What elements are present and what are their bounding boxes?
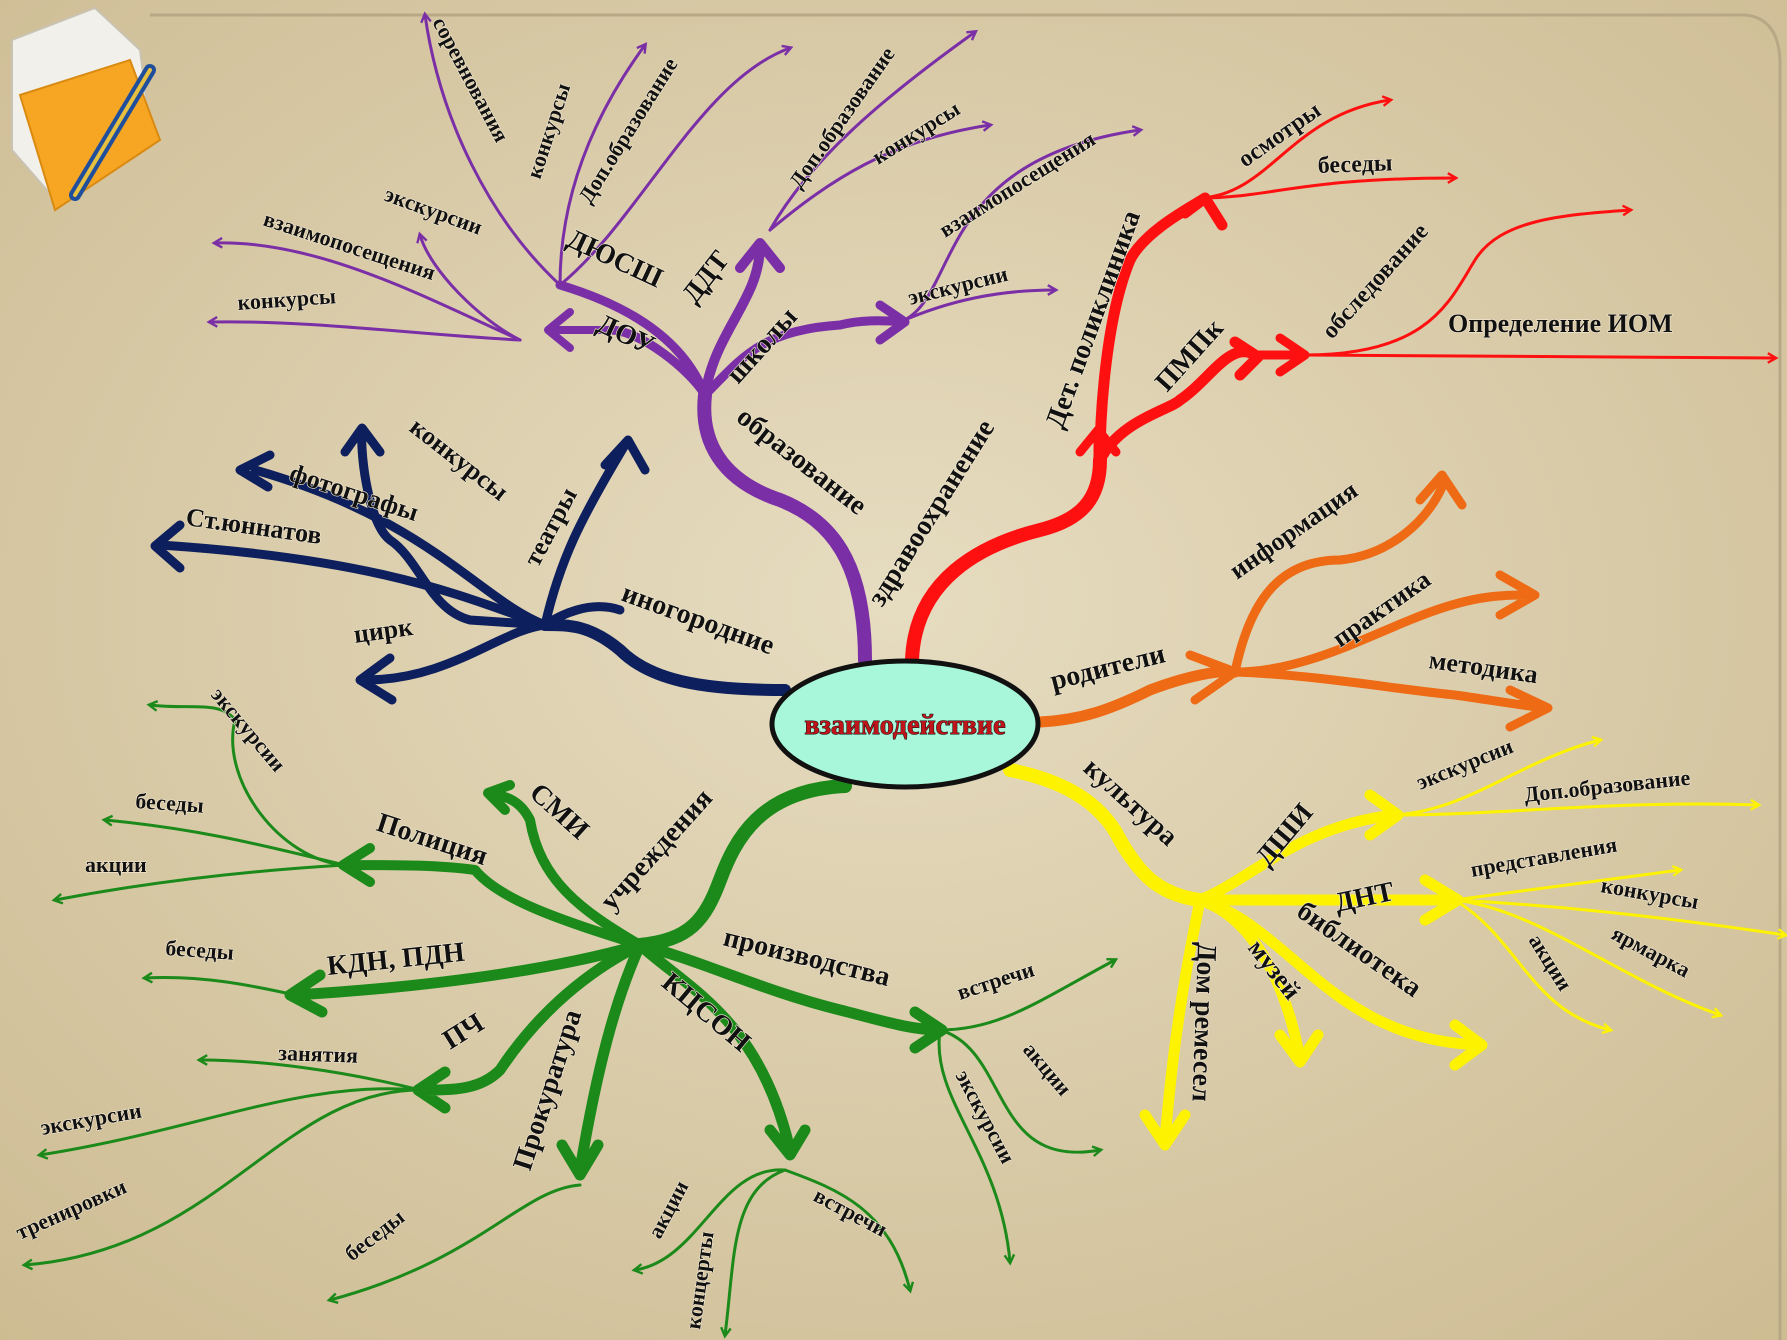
label-pch-lessons: занятия	[278, 1040, 359, 1068]
label-kdn-talks: беседы	[165, 935, 235, 965]
folder-pencil-icon	[11, 6, 162, 212]
label-craft-house: Дом ремесел	[1185, 942, 1222, 1103]
label-police-actions: акции	[85, 852, 147, 877]
label-police-talks: беседы	[135, 788, 205, 818]
label-pmpk-iom: Определение ИОМ	[1448, 309, 1673, 338]
frame-border	[150, 13, 1782, 1340]
label-clinic-talks: беседы	[1317, 150, 1393, 179]
center-node: взаимодействие	[769, 658, 1041, 790]
center-label: взаимодействие	[805, 710, 1006, 741]
